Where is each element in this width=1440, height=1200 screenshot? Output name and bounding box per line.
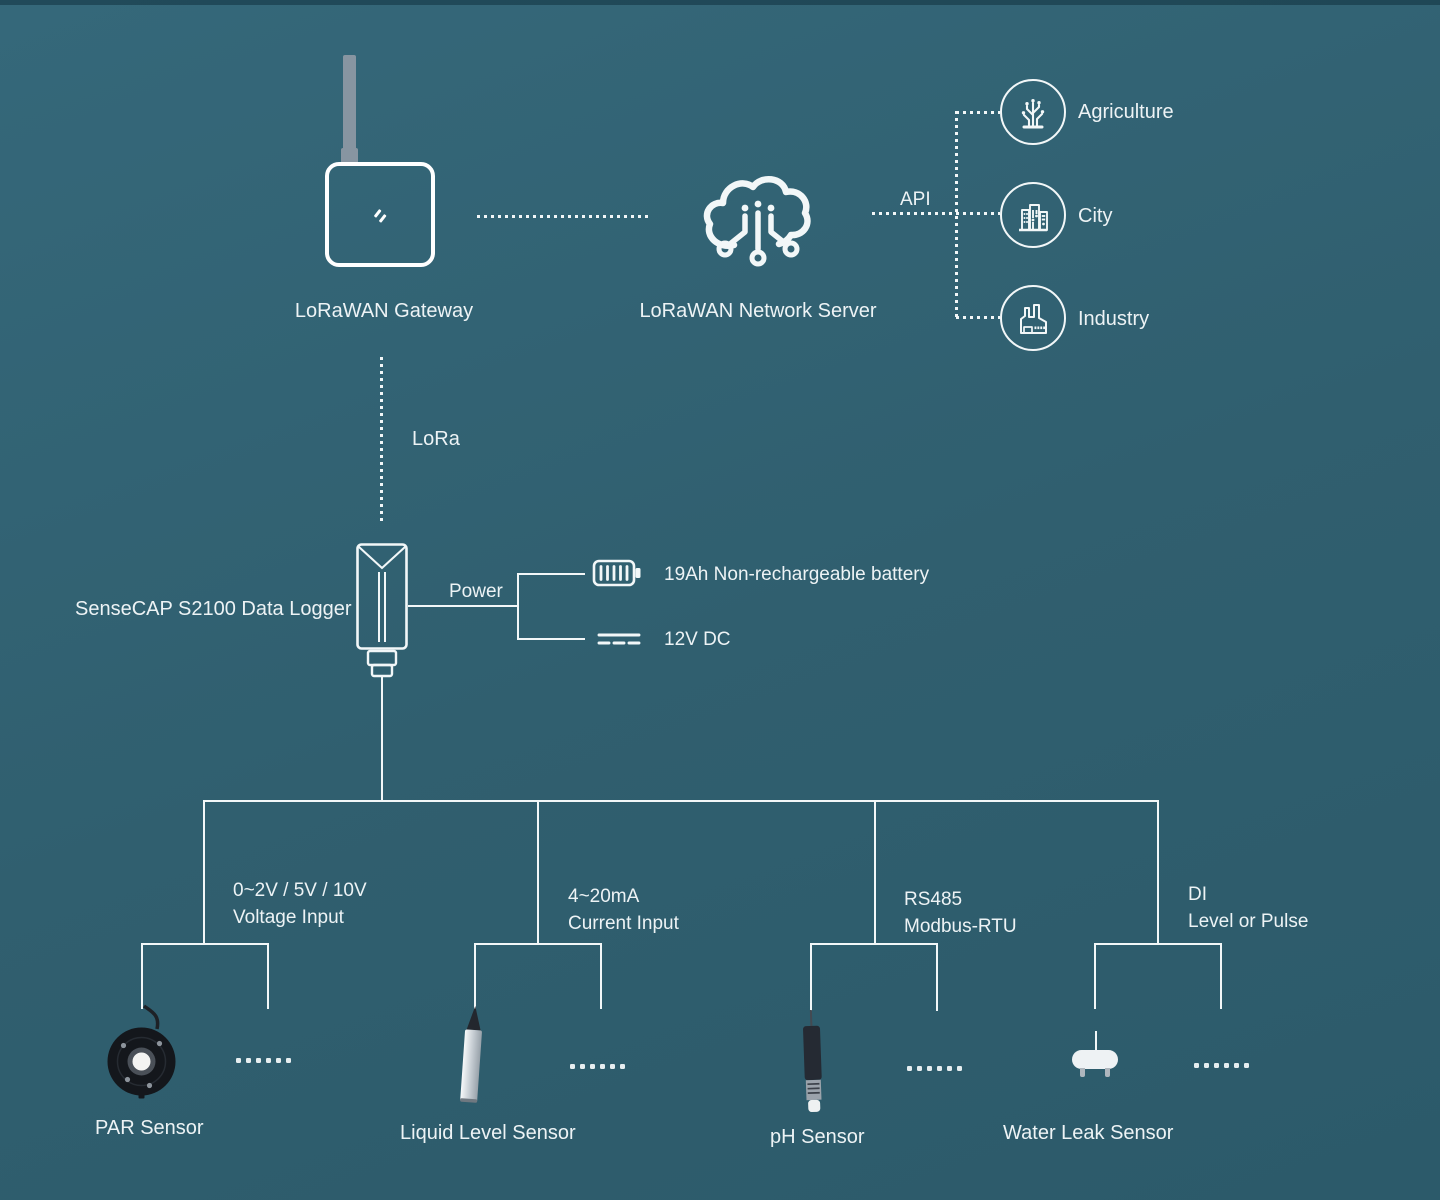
gateway-label: LoRaWAN Gateway [294,300,474,322]
interface-label-rs485: RS485 Modbus-RTU [904,886,1017,940]
interface-label-di: DI Level or Pulse [1188,881,1308,935]
water-leak-sensor-label: Water Leak Sensor [1003,1122,1174,1144]
power-line [408,605,518,607]
current-more-sensors-dots [570,1064,625,1069]
tree-branch4-line [1157,800,1159,945]
water-leak-sensor-leg [1080,1068,1085,1077]
application-label-city: City [1078,205,1113,227]
bracket1-left-stub [141,943,143,1009]
lora-label: LoRa [412,428,460,450]
gateway-signal-mark [378,213,387,223]
liquid-level-sensor-icon [460,1006,482,1103]
agriculture-icon [1000,79,1066,145]
di-more-sensors-dots [1194,1063,1249,1068]
par-sensor-icon [107,1004,176,1099]
bracket2-right-stub [600,943,602,1009]
interface-current-line2: Current Input [568,913,679,934]
interface-di-line1: DI [1188,884,1207,905]
power-label: Power [449,581,503,602]
tree-branch2-line [537,800,539,945]
bracket3-left-stub [810,943,812,1011]
api-link-line [872,212,1000,215]
tree-branch3-line [874,800,876,945]
bracket2-left-stub [474,943,476,1009]
bracket3-right-stub [936,943,938,1011]
lora-link-line [380,357,383,523]
data-logger-label: SenseCAP S2100 Data Logger [75,598,352,620]
interface-di-line2: Level or Pulse [1188,911,1309,932]
api-stub-agriculture [956,111,1000,114]
city-icon [1000,182,1066,248]
ph-sensor-label: pH Sensor [770,1126,865,1148]
industry-icon [1000,285,1066,351]
application-label-industry: Industry [1078,308,1150,330]
bracket4-line [1094,943,1222,945]
application-label-agriculture: Agriculture [1078,101,1174,123]
liquid-level-sensor-label: Liquid Level Sensor [400,1122,576,1144]
gateway-icon [325,162,435,267]
par-sensor-label: PAR Sensor [95,1117,204,1139]
bracket1-line [141,943,269,945]
logger-tree-stem-line [381,677,383,801]
ph-sensor-icon [803,1009,822,1113]
power-branch-line [517,573,519,640]
interface-voltage-line1: 0~2V / 5V / 10V [233,880,367,901]
rs485-more-sensors-dots [907,1066,962,1071]
interface-label-voltage: 0~2V / 5V / 10V Voltage Input [233,877,367,931]
interface-rs485-line2: Modbus-RTU [904,916,1017,937]
bracket2-line [474,943,602,945]
interface-label-current: 4~20mA Current Input [568,883,679,937]
api-branch-line [955,111,958,319]
tree-main-line [203,800,1159,802]
dc-icon [597,633,641,645]
bracket3-line [810,943,938,945]
gateway-signal-mark [373,208,382,218]
gateway-cloud-link-line [477,215,650,218]
water-leak-sensor-leg [1105,1068,1110,1077]
network-server-label: LoRaWAN Network Server [639,300,877,322]
water-leak-sensor-icon [1072,1050,1118,1069]
water-leak-sensor-stem [1095,1031,1097,1052]
dc-label: 12V DC [664,629,731,650]
interface-rs485-line1: RS485 [904,889,963,910]
top-edge-shade [0,0,1440,5]
api-label: API [900,189,931,210]
bracket4-right-stub [1220,943,1222,1009]
tree-branch1-line [203,800,205,945]
voltage-more-sensors-dots [236,1058,291,1063]
battery-label: 19Ah Non-rechargeable battery [664,564,930,585]
gateway-antenna [343,55,356,153]
gateway-antenna-base [341,148,358,165]
interface-current-line1: 4~20mA [568,886,640,907]
api-stub-industry [956,316,1000,319]
interface-voltage-line2: Voltage Input [233,907,344,928]
power-branch-dc-line [517,638,585,640]
power-branch-battery-line [517,573,585,575]
battery-icon [592,559,641,587]
cloud-network-icon [703,176,811,267]
bracket1-right-stub [267,943,269,1009]
bracket4-left-stub [1094,943,1096,1009]
data-logger-icon [356,543,408,678]
